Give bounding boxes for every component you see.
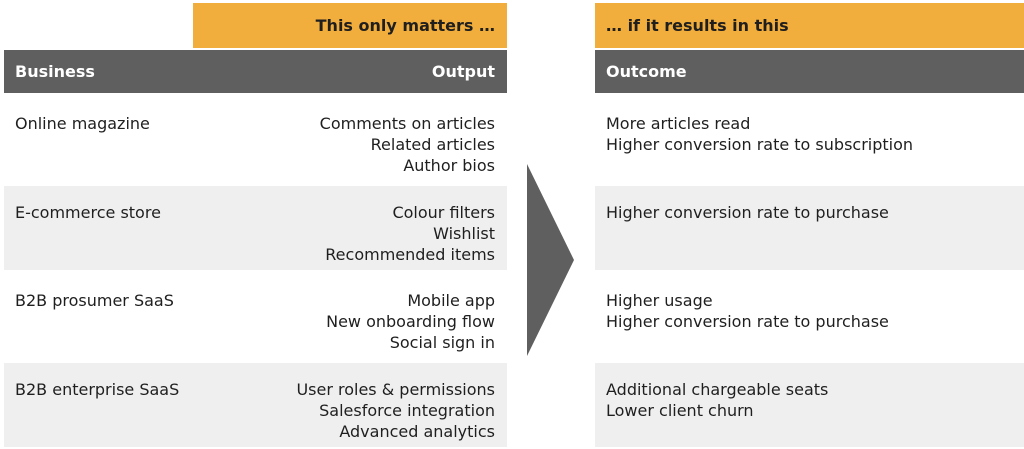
output-list: User roles & permissions Salesforce inte… (296, 379, 495, 442)
table-row: B2B prosumer SaaS Mobile app New onboard… (4, 274, 507, 360)
business-name: B2B prosumer SaaS (15, 291, 174, 310)
banner-outcome: … if it results in this (595, 3, 1024, 48)
outcome-list: Higher conversion rate to purchase (606, 202, 1014, 223)
table-row: B2B enterprise SaaS User roles & permiss… (4, 363, 507, 447)
outcome-item: Higher usage (606, 291, 713, 310)
table-row: More articles read Higher conversion rat… (595, 97, 1024, 183)
output-item: Author bios (403, 156, 495, 175)
output-item: Salesforce integration (319, 401, 495, 420)
output-item: Mobile app (407, 291, 495, 310)
banner-output: This only matters … (193, 3, 507, 48)
output-list: Mobile app New onboarding flow Social si… (326, 290, 495, 353)
outcome-list: More articles read Higher conversion rat… (606, 113, 1014, 155)
header-output: Output (431, 62, 495, 81)
output-list: Colour filters Wishlist Recommended item… (325, 202, 495, 265)
business-name: B2B enterprise SaaS (15, 380, 180, 399)
chevron-right-icon-shape (527, 164, 574, 356)
table-row: Additional chargeable seats Lower client… (595, 363, 1024, 447)
output-item: Social sign in (389, 333, 495, 352)
output-item: New onboarding flow (326, 312, 495, 331)
header-business: Business (15, 62, 95, 81)
outcome-item: Additional chargeable seats (606, 380, 829, 399)
output-item: Comments on articles (319, 114, 495, 133)
output-item: Wishlist (433, 224, 495, 243)
business-name: E-commerce store (15, 203, 161, 222)
business-name: Online magazine (15, 114, 150, 133)
outcome-item: Lower client churn (606, 401, 754, 420)
output-item: Colour filters (392, 203, 495, 222)
outcome-table-header: Outcome (595, 50, 1024, 93)
output-item: Related articles (370, 135, 495, 154)
output-list: Comments on articles Related articles Au… (320, 113, 495, 176)
outcome-item: Higher conversion rate to purchase (606, 312, 889, 331)
table-row: Higher usage Higher conversion rate to p… (595, 274, 1024, 360)
outcome-list: Higher usage Higher conversion rate to p… (606, 290, 1014, 332)
chevron-right-icon (527, 164, 574, 356)
output-item: Recommended items (325, 245, 495, 264)
outcome-item: Higher conversion rate to subscription (606, 135, 914, 154)
output-item: Advanced analytics (339, 422, 495, 441)
outcome-list: Additional chargeable seats Lower client… (606, 379, 1014, 421)
table-row: E-commerce store Colour filters Wishlist… (4, 186, 507, 270)
output-item: User roles & permissions (296, 380, 495, 399)
table-row: Online magazine Comments on articles Rel… (4, 97, 507, 183)
table-row: Higher conversion rate to purchase (595, 186, 1024, 270)
outcome-item: Higher conversion rate to purchase (606, 203, 889, 222)
outcome-item: More articles read (606, 114, 751, 133)
output-table-header: Business Output (4, 50, 507, 93)
header-outcome: Outcome (606, 62, 687, 81)
